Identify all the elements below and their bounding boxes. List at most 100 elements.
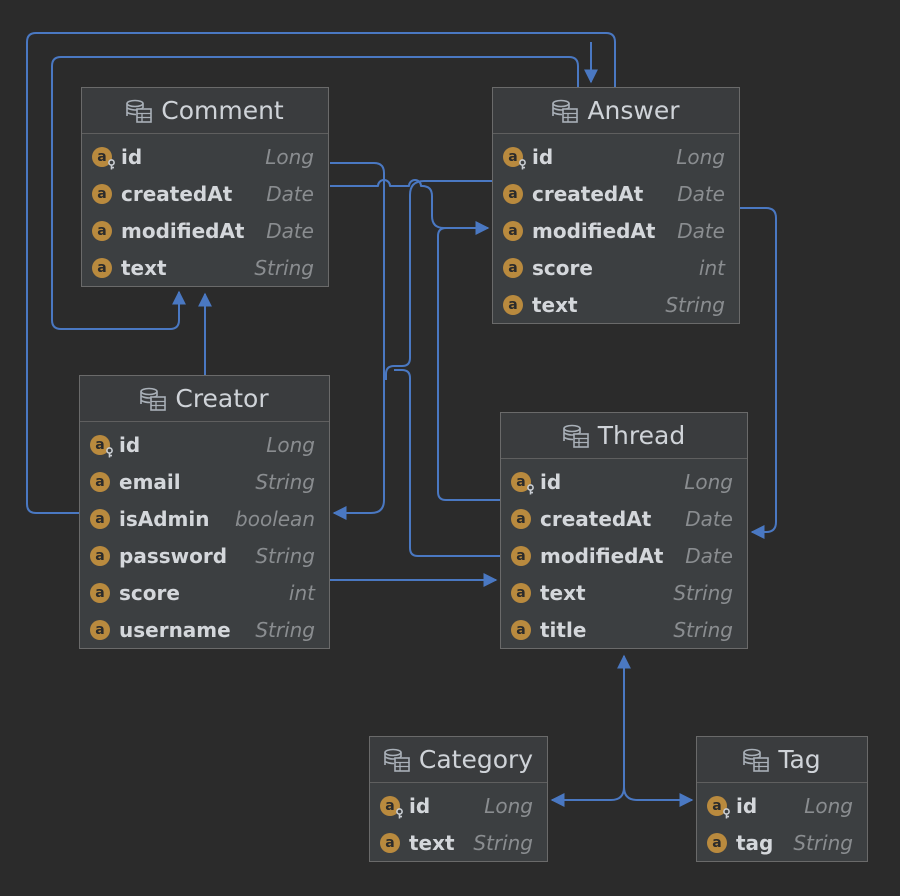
attribute-icon-letter: a [95,584,105,601]
field-row[interactable]: a username String [80,611,329,648]
attribute-icon-letter: a [516,584,526,601]
field-type: boolean [235,506,315,531]
attribute-icon: a [511,582,531,603]
edge-thread-to-creator [394,369,500,557]
field-type: Long [266,432,315,457]
attribute-icon: a [707,832,727,853]
field-row[interactable]: a createdAt Date [501,500,747,537]
attribute-icon-letter: a [97,148,107,165]
field-name: modifiedAt [532,218,656,243]
field-type: String [673,580,733,605]
field-row[interactable]: a createdAt Date [82,175,328,212]
attribute-icon-letter: a [516,547,526,564]
field-name: text [532,292,578,317]
entity-header: Comment [82,88,328,134]
attribute-icon: a [90,471,110,492]
edge-comment-to-answer [330,179,490,235]
primary-key-icon [108,158,115,169]
field-name: createdAt [121,181,233,206]
attribute-icon: a [707,795,730,818]
field-name: id [532,144,554,169]
entity-title: Creator [175,384,269,413]
field-type: Date [685,506,733,531]
field-name: id [119,432,141,457]
field-type: String [473,830,533,855]
field-name: createdAt [540,506,652,531]
attribute-icon: a [90,434,113,457]
attribute-icon: a [92,183,112,204]
field-type: int [698,255,725,280]
attribute-icon-letter: a [97,259,107,276]
field-type: Date [266,181,314,206]
attribute-icon: a [92,257,112,278]
edge-answer-to-thread [740,207,777,539]
field-name: password [119,543,228,568]
field-type: String [255,617,315,642]
attribute-icon-letter: a [508,296,518,313]
field-type: Date [677,181,725,206]
field-name: modifiedAt [540,543,664,568]
attribute-icon: a [90,582,110,603]
database-table-icon [126,99,153,123]
attribute-icon-letter: a [95,621,105,638]
database-table-icon [562,424,589,448]
field-name: username [119,617,231,642]
field-type: String [255,469,315,494]
attribute-icon: a [90,508,110,529]
database-table-icon [384,748,410,772]
attribute-icon-letter: a [508,222,518,239]
attribute-icon-letter: a [516,473,526,490]
field-name: id [409,793,431,818]
field-type: Long [265,144,314,169]
field-name: createdAt [532,181,644,206]
attribute-icon: a [503,183,523,204]
field-type: String [665,292,725,317]
entity-title: Thread [597,421,686,450]
field-type: String [673,617,733,642]
field-type: int [288,580,315,605]
field-type: String [254,255,314,280]
attribute-icon: a [511,508,531,529]
primary-key-icon [106,446,113,457]
attribute-icon: a [503,294,523,315]
entity-header: Creator [80,376,329,422]
field-row[interactable]: a createdAt Date [493,175,739,212]
field-type: String [255,543,315,568]
primary-key-icon [527,483,534,494]
attribute-icon-letter: a [385,834,395,851]
edge-comment-to-creator [330,162,385,520]
field-name: id [121,144,143,169]
entity-title: Comment [161,96,284,125]
attribute-icon-letter: a [712,797,722,814]
